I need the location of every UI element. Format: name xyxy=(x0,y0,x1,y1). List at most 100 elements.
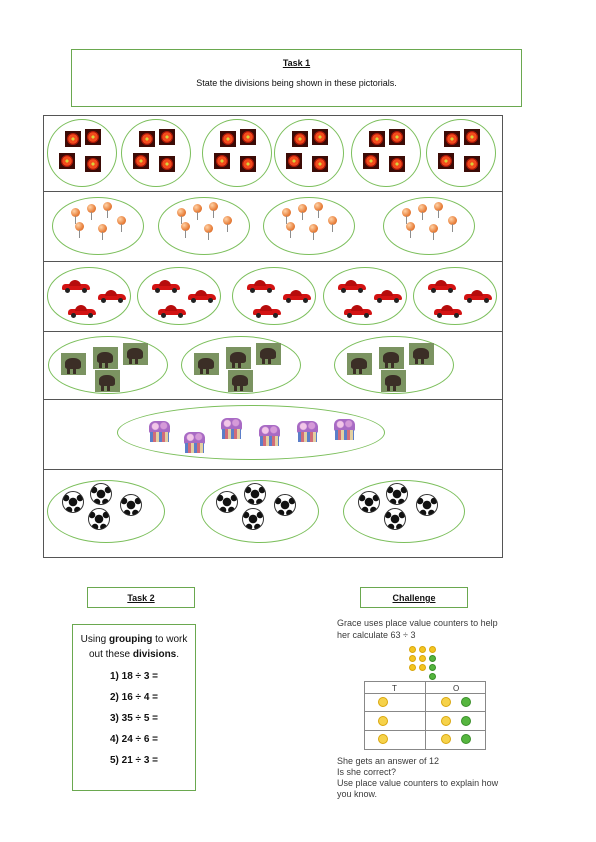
pictorial-grid xyxy=(43,115,503,558)
car-icon xyxy=(247,280,275,293)
tens-counter xyxy=(378,734,388,744)
lollipop-icon xyxy=(103,202,112,218)
elephant-icon xyxy=(379,347,404,369)
flower-icon xyxy=(389,129,405,145)
row-footballs xyxy=(44,470,502,557)
group-oval xyxy=(232,267,316,325)
car-icon xyxy=(188,290,216,303)
group-oval xyxy=(383,197,475,255)
ones-counter xyxy=(461,734,471,744)
task2-questions-box: Using grouping to work out these divisio… xyxy=(72,624,196,791)
group-oval xyxy=(158,197,250,255)
tens-counter xyxy=(429,646,436,653)
flower-icon xyxy=(444,131,460,147)
car-icon xyxy=(374,290,402,303)
group-oval xyxy=(263,197,355,255)
flower-icon xyxy=(464,129,480,145)
tens-counter xyxy=(419,646,426,653)
football-icon xyxy=(120,494,142,516)
challenge-line-5: Use place value counters to explain how xyxy=(337,778,499,788)
lollipop-icon xyxy=(71,208,80,224)
tens-counter xyxy=(441,697,451,707)
table-divider xyxy=(425,682,426,749)
question-1: 1) 18 ÷ 3 = xyxy=(109,671,159,682)
tens-counter xyxy=(409,646,416,653)
football-icon xyxy=(62,491,84,513)
table-header-line xyxy=(365,693,485,694)
tens-counter xyxy=(441,734,451,744)
elephant-icon xyxy=(228,370,253,392)
task2-title: Task 2 xyxy=(127,593,155,603)
group-oval xyxy=(47,480,165,543)
ones-counter xyxy=(429,673,436,680)
car-icon xyxy=(283,290,311,303)
car-icon xyxy=(434,305,462,318)
flower-icon xyxy=(85,129,101,145)
flower-icon xyxy=(286,153,302,169)
lollipop-icon xyxy=(193,204,202,220)
tens-counter xyxy=(378,697,388,707)
group-oval xyxy=(137,267,221,325)
grouping-keyword: grouping xyxy=(109,634,153,645)
flower-icon xyxy=(133,153,149,169)
challenge-title: Challenge xyxy=(392,593,436,603)
car-icon xyxy=(62,280,90,293)
car-icon xyxy=(338,280,366,293)
car-icon xyxy=(152,280,180,293)
lollipop-icon xyxy=(314,202,323,218)
row-cakes xyxy=(44,400,502,470)
group-oval xyxy=(343,480,465,543)
group-oval xyxy=(52,197,144,255)
flower-icon xyxy=(220,131,236,147)
cake-icon xyxy=(296,420,319,443)
flower-icon xyxy=(85,156,101,172)
tens-counter xyxy=(409,655,416,662)
ones-counter xyxy=(461,716,471,726)
task2-intro: Using grouping to work out these divisio… xyxy=(80,634,188,660)
ones-header: O xyxy=(453,684,460,693)
lollipop-icon xyxy=(117,216,126,232)
group-oval xyxy=(334,336,454,394)
lollipop-icon xyxy=(448,216,457,232)
lollipop-icon xyxy=(429,224,438,240)
task1-instruction: State the divisions being shown in these… xyxy=(196,78,397,88)
tens-counter xyxy=(378,716,388,726)
row-lollipops xyxy=(44,192,502,262)
row-elephants xyxy=(44,332,502,400)
car-icon xyxy=(344,305,372,318)
football-icon xyxy=(358,491,380,513)
lollipop-icon xyxy=(286,222,295,238)
lollipop-icon xyxy=(402,208,411,224)
divisions-keyword: divisions xyxy=(132,649,177,660)
football-icon xyxy=(384,508,406,530)
car-icon xyxy=(428,280,456,293)
lollipop-icon xyxy=(204,224,213,240)
row-flowers xyxy=(44,116,502,192)
table-row-line xyxy=(365,730,485,731)
football-icon xyxy=(242,508,264,530)
flower-icon xyxy=(464,156,480,172)
lollipop-icon xyxy=(98,224,107,240)
car-icon xyxy=(98,290,126,303)
lollipop-icon xyxy=(87,204,96,220)
football-icon xyxy=(88,508,110,530)
flower-icon xyxy=(312,156,328,172)
lollipop-icon xyxy=(209,202,218,218)
football-icon xyxy=(416,494,438,516)
place-value-table: T O xyxy=(364,681,486,750)
group-oval xyxy=(413,267,497,325)
flower-icon xyxy=(389,156,405,172)
cake-icon xyxy=(220,417,243,440)
flower-icon xyxy=(59,153,75,169)
group-oval xyxy=(351,119,421,187)
flower-icon xyxy=(240,156,256,172)
elephant-icon xyxy=(93,347,118,369)
lollipop-icon xyxy=(223,216,232,232)
lollipop-icon xyxy=(434,202,443,218)
flower-icon xyxy=(139,131,155,147)
group-oval xyxy=(202,119,272,187)
tens-header: T xyxy=(392,684,397,693)
lollipop-icon xyxy=(309,224,318,240)
lollipop-icon xyxy=(282,208,291,224)
car-icon xyxy=(464,290,492,303)
